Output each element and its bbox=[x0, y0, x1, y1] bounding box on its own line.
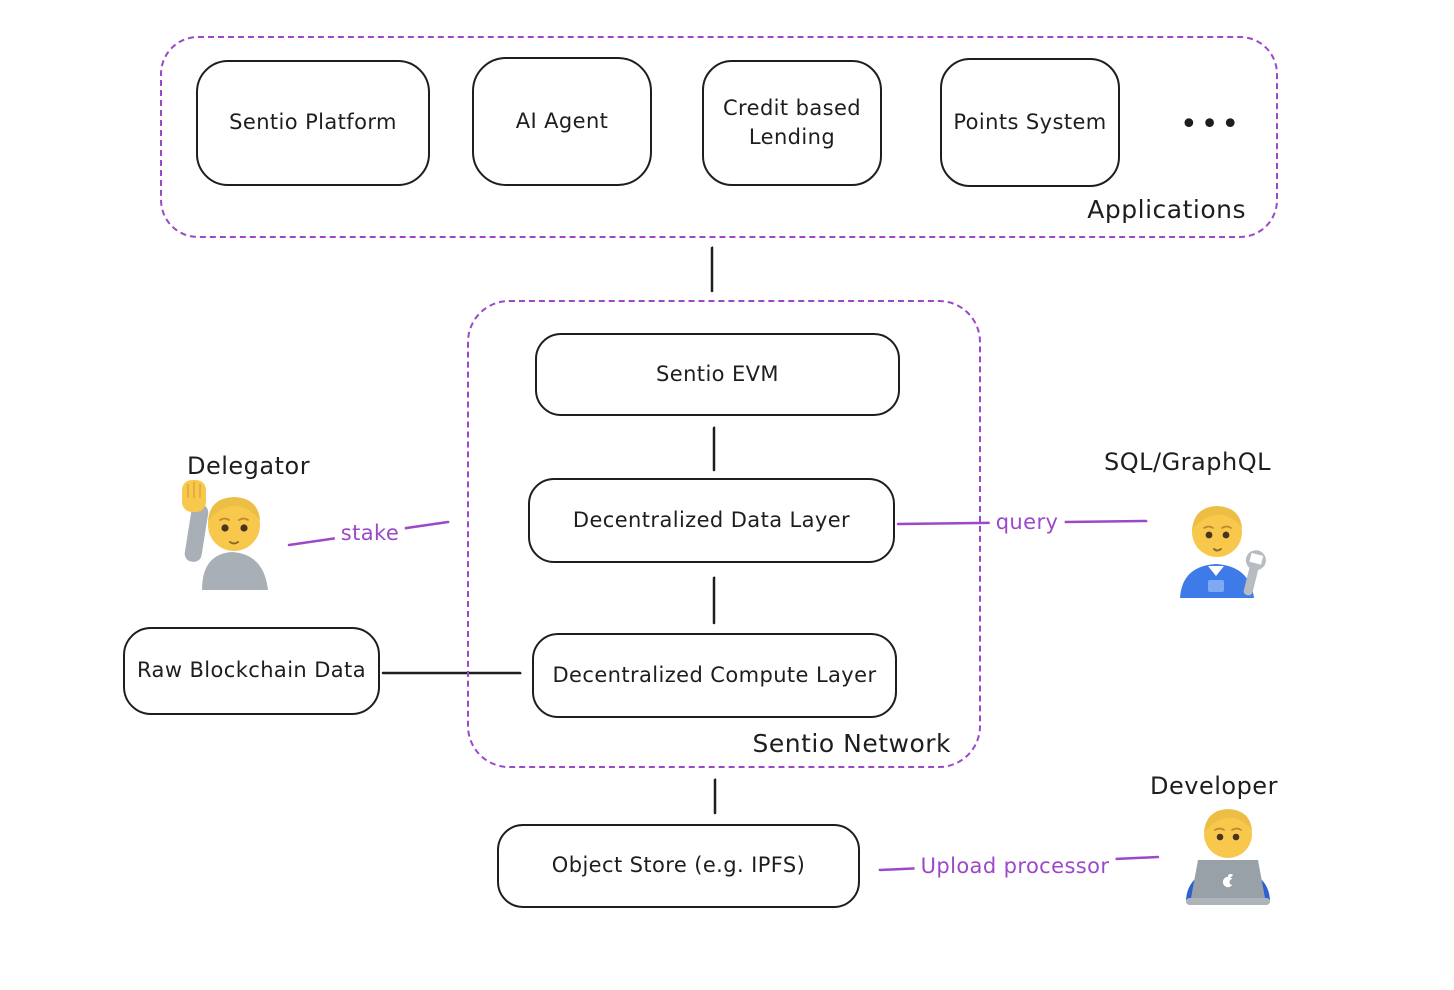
node-credit-based-lending: Credit based Lending bbox=[702, 60, 882, 186]
node-label: Points System bbox=[953, 109, 1107, 134]
node-sentio-platform: Sentio Platform bbox=[196, 60, 430, 186]
node-sentio-evm: Sentio EVM bbox=[535, 333, 900, 416]
mechanic-icon bbox=[1170, 494, 1270, 602]
developer-label: Developer bbox=[1150, 772, 1278, 800]
node-label: Sentio Platform bbox=[229, 110, 397, 135]
sentio-network-group-label: Sentio Network bbox=[752, 729, 951, 758]
node-object-store: Object Store (e.g. IPFS) bbox=[497, 824, 860, 908]
node-raw-blockchain-data: Raw Blockchain Data bbox=[123, 627, 380, 715]
delegator-label: Delegator bbox=[187, 452, 311, 480]
upload-processor-edge-label: Upload processor bbox=[914, 853, 1116, 879]
node-decentralized-data-layer: Decentralized Data Layer bbox=[528, 478, 895, 563]
applications-group: Sentio Platform AI Agent Credit based Le… bbox=[160, 36, 1278, 238]
sql-graphql-label: SQL/GraphQL bbox=[1104, 448, 1271, 476]
node-label: Credit based Lending bbox=[722, 95, 862, 149]
node-label: Object Store (e.g. IPFS) bbox=[551, 853, 806, 878]
node-label: Decentralized Data Layer bbox=[572, 507, 851, 532]
technologist-icon bbox=[1178, 800, 1278, 910]
node-points-system: Points System bbox=[940, 58, 1120, 187]
applications-group-label: Applications bbox=[1087, 195, 1246, 224]
node-label: Sentio EVM bbox=[656, 361, 779, 386]
node-decentralized-compute-layer: Decentralized Compute Layer bbox=[532, 633, 897, 718]
query-edge-label: query bbox=[989, 509, 1065, 535]
node-label: AI Agent bbox=[515, 108, 609, 133]
stake-edge-label: stake bbox=[334, 520, 406, 546]
node-label: Decentralized Compute Layer bbox=[552, 662, 877, 687]
node-label: Raw Blockchain Data bbox=[137, 658, 366, 683]
more-apps-ellipsis: ••• bbox=[1180, 107, 1243, 142]
sentio-network-group: Sentio EVM Decentralized Data Layer Dece… bbox=[467, 300, 981, 768]
node-ai-agent: AI Agent bbox=[472, 57, 652, 186]
person-raising-hand-icon bbox=[176, 478, 276, 594]
